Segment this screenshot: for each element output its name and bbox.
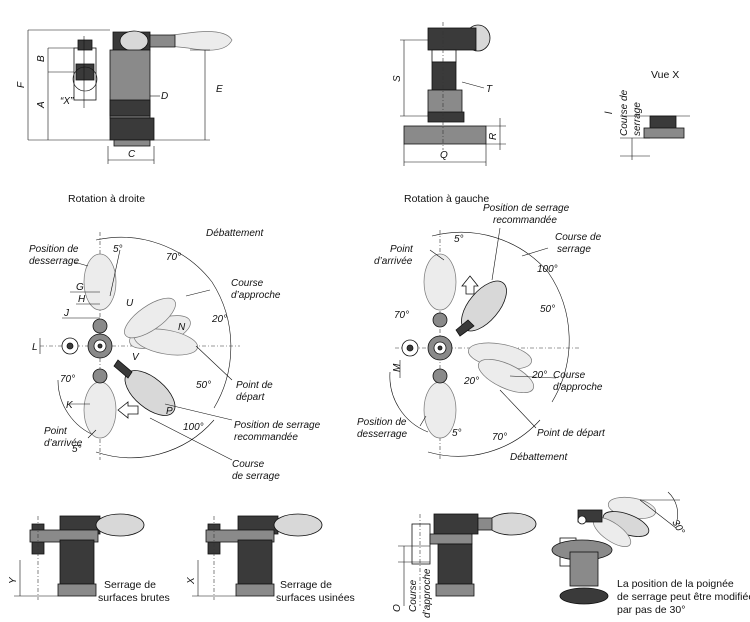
approach-dim-o: O	[392, 604, 403, 612]
rl-pos-serrage-2: recommandée	[493, 215, 557, 226]
rotation-left-diagram: Rotation à gauche Position de serrage re…	[357, 193, 606, 463]
rr-letter-l: L	[32, 342, 38, 353]
machined-dim-x: X	[186, 577, 197, 585]
rr-debattement-label: Débattement	[206, 228, 264, 239]
rl-course-serrage-2: serrage	[557, 244, 591, 255]
rr-point-depart-1: Point de	[236, 380, 273, 391]
rr-angle-5-bottom: 5°	[72, 444, 82, 455]
rr-letter-g: G	[76, 282, 84, 293]
top-left-side-view: F B A E D C “X”	[16, 29, 233, 164]
rr-point-arrivee-2: d’arrivée	[44, 438, 83, 449]
rl-letter-m: M	[392, 363, 403, 372]
view-x-detail: Vue X l Course de serrage	[604, 69, 690, 160]
rl-angle-20-right: 20°	[531, 370, 547, 381]
dim-b-label: B	[36, 55, 47, 62]
rl-pos-desserrage-1: Position de	[357, 417, 407, 428]
rl-pos-serrage-1: Position de serrage	[483, 203, 570, 214]
dim-c-label: C	[128, 149, 136, 160]
rotated-caption-1: La position de la poignée	[617, 578, 734, 590]
rr-letter-n: N	[178, 322, 186, 333]
rl-angle-50: 50°	[540, 304, 555, 315]
view-x-title: Vue X	[651, 69, 679, 81]
approach-stroke-view: O Course d’approche	[392, 512, 537, 618]
rr-angle-100: 100°	[183, 422, 204, 433]
rotated-angle-30: 30°	[669, 518, 686, 537]
rl-angle-5-top: 5°	[454, 234, 464, 245]
view-x-l-label: l	[604, 111, 615, 114]
dim-e-label: E	[216, 84, 223, 95]
dim-r-label: R	[488, 133, 499, 140]
dim-q-label: Q	[440, 150, 448, 161]
rotated-caption-2: de serrage peut être modifiée	[617, 591, 750, 603]
rotated-handle-view: 30° La position de la poignée de serrage…	[551, 491, 750, 616]
rr-letter-h: H	[78, 294, 86, 305]
rr-angle-70-top: 70°	[166, 252, 181, 263]
rr-pos-serrage-2: recommandée	[234, 432, 298, 443]
rotation-left-title: Rotation à gauche	[404, 193, 489, 205]
view-x-marker-label: “X”	[60, 96, 74, 107]
rr-point-arrivee-1: Point	[44, 426, 68, 437]
rr-course-approche-2: d’approche	[231, 290, 281, 301]
rr-angle-20: 20°	[211, 314, 227, 325]
machined-caption-2: surfaces usinées	[276, 592, 355, 604]
rl-course-approche-2: d’approche	[553, 382, 603, 393]
rr-angle-70-left: 70°	[60, 374, 75, 385]
rr-point-depart-2: départ	[236, 392, 266, 403]
dim-s-label: S	[392, 75, 403, 82]
rl-angle-100: 100°	[537, 264, 558, 275]
rl-point-arrivee-1: Point	[390, 244, 414, 255]
rr-letter-v: V	[132, 352, 140, 363]
rr-pos-desserrage-2: desserrage	[29, 256, 79, 267]
rl-angle-70-left: 70°	[394, 310, 409, 321]
rr-pos-serrage-1: Position de serrage	[234, 420, 321, 431]
approach-course-1: Course	[408, 579, 419, 612]
rl-course-serrage-1: Course de	[555, 232, 602, 243]
dim-a-label: A	[36, 101, 47, 109]
rr-letter-j: J	[63, 308, 70, 319]
rr-course-approche-1: Course	[231, 278, 264, 289]
rr-letter-p: P	[166, 406, 173, 417]
rr-pos-desserrage-1: Position de	[29, 244, 79, 255]
rl-angle-70-bottom: 70°	[492, 432, 507, 443]
rr-course-serrage-1: Course	[232, 459, 265, 470]
rl-angle-5-bottom: 5°	[452, 428, 462, 439]
approach-course-2: d’approche	[422, 568, 433, 618]
rl-point-arrivee-2: d’arrivée	[374, 256, 413, 267]
view-x-course-label-2: serrage	[632, 102, 643, 136]
view-x-course-label-1: Course de	[619, 89, 630, 136]
rough-caption-1: Serrage de	[104, 579, 156, 591]
rough-caption-2: surfaces brutes	[98, 592, 170, 604]
rl-angle-20-mid: 20°	[463, 376, 479, 387]
rotation-right-title: Rotation à droite	[68, 193, 145, 205]
rl-debattement-label: Débattement	[510, 452, 568, 463]
machined-caption-1: Serrage de	[280, 579, 332, 591]
rr-course-serrage-2: de serrage	[232, 471, 280, 482]
rr-angle-5-top: 5°	[113, 244, 123, 255]
rr-letter-u: U	[126, 298, 134, 309]
rl-pos-desserrage-2: desserrage	[357, 429, 407, 440]
rl-point-depart: Point de départ	[537, 428, 606, 439]
dim-t-label: T	[486, 84, 493, 95]
top-middle-front-view: S T R Q	[392, 22, 506, 166]
dim-d-label: D	[161, 91, 168, 102]
rr-angle-50: 50°	[196, 380, 211, 391]
dim-f-label: F	[16, 81, 27, 88]
rotated-caption-3: par pas de 30°	[617, 604, 685, 616]
rotation-right-diagram: Rotation à droite	[29, 193, 321, 482]
rr-letter-k: K	[66, 400, 74, 411]
rl-course-approche-1: Course	[553, 370, 586, 381]
rough-surface-clamping-view: Y Serrage de surfaces brutes	[8, 513, 170, 604]
machined-surface-clamping-view: X Serrage de surfaces usinées	[186, 513, 355, 604]
rough-dim-y: Y	[8, 576, 19, 584]
